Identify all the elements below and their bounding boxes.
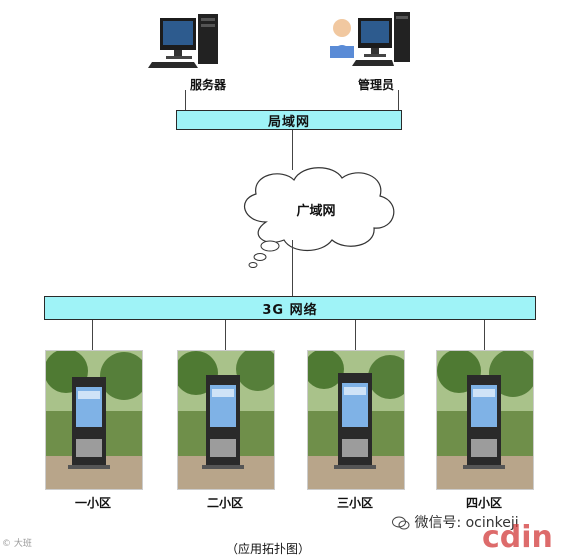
wan-3g-connector bbox=[292, 240, 293, 296]
wechat-watermark: 微信号: ocinkeji bbox=[392, 512, 519, 532]
lan-wan-connector bbox=[292, 130, 293, 170]
district-1-kiosk-photo bbox=[45, 350, 143, 490]
district-4-kiosk-photo bbox=[436, 350, 534, 490]
wechat-id-text: 微信号: ocinkeji bbox=[414, 515, 519, 531]
wan-cloud-icon: 广域网 bbox=[226, 160, 406, 275]
admin-computer-icon bbox=[322, 8, 412, 72]
district-2-kiosk-photo bbox=[177, 350, 275, 490]
server-label: 服务器 bbox=[189, 78, 226, 92]
network-3g-label: 3G 网络 bbox=[262, 302, 318, 318]
left-watermark-icon: © bbox=[2, 539, 11, 549]
admin-lan-connector bbox=[398, 90, 399, 110]
network-3g-bar: 3G 网络 bbox=[44, 296, 536, 320]
district-3-kiosk-photo bbox=[307, 350, 405, 490]
district-2-connector bbox=[225, 320, 226, 350]
left-watermark-text: 大班 bbox=[13, 539, 32, 549]
district-2-label: 二小区 bbox=[206, 496, 243, 510]
admin-label: 管理员 bbox=[357, 78, 394, 92]
corner-logo-watermark: cdin bbox=[482, 520, 553, 555]
district-1-connector bbox=[92, 320, 93, 350]
district-3-connector bbox=[355, 320, 356, 350]
wechat-icon bbox=[392, 516, 410, 530]
diagram-caption: （应用拓扑图） bbox=[226, 542, 311, 556]
lan-bar: 局域网 bbox=[176, 110, 402, 130]
server-lan-connector bbox=[185, 90, 186, 110]
lan-label: 局域网 bbox=[267, 114, 310, 130]
wan-label: 广域网 bbox=[296, 204, 336, 219]
server-computer-icon bbox=[148, 10, 228, 72]
district-4-label: 四小区 bbox=[465, 496, 502, 510]
district-4-connector bbox=[484, 320, 485, 350]
district-1-label: 一小区 bbox=[74, 496, 111, 510]
left-watermark: © 大班 bbox=[2, 536, 32, 549]
district-3-label: 三小区 bbox=[336, 496, 373, 510]
